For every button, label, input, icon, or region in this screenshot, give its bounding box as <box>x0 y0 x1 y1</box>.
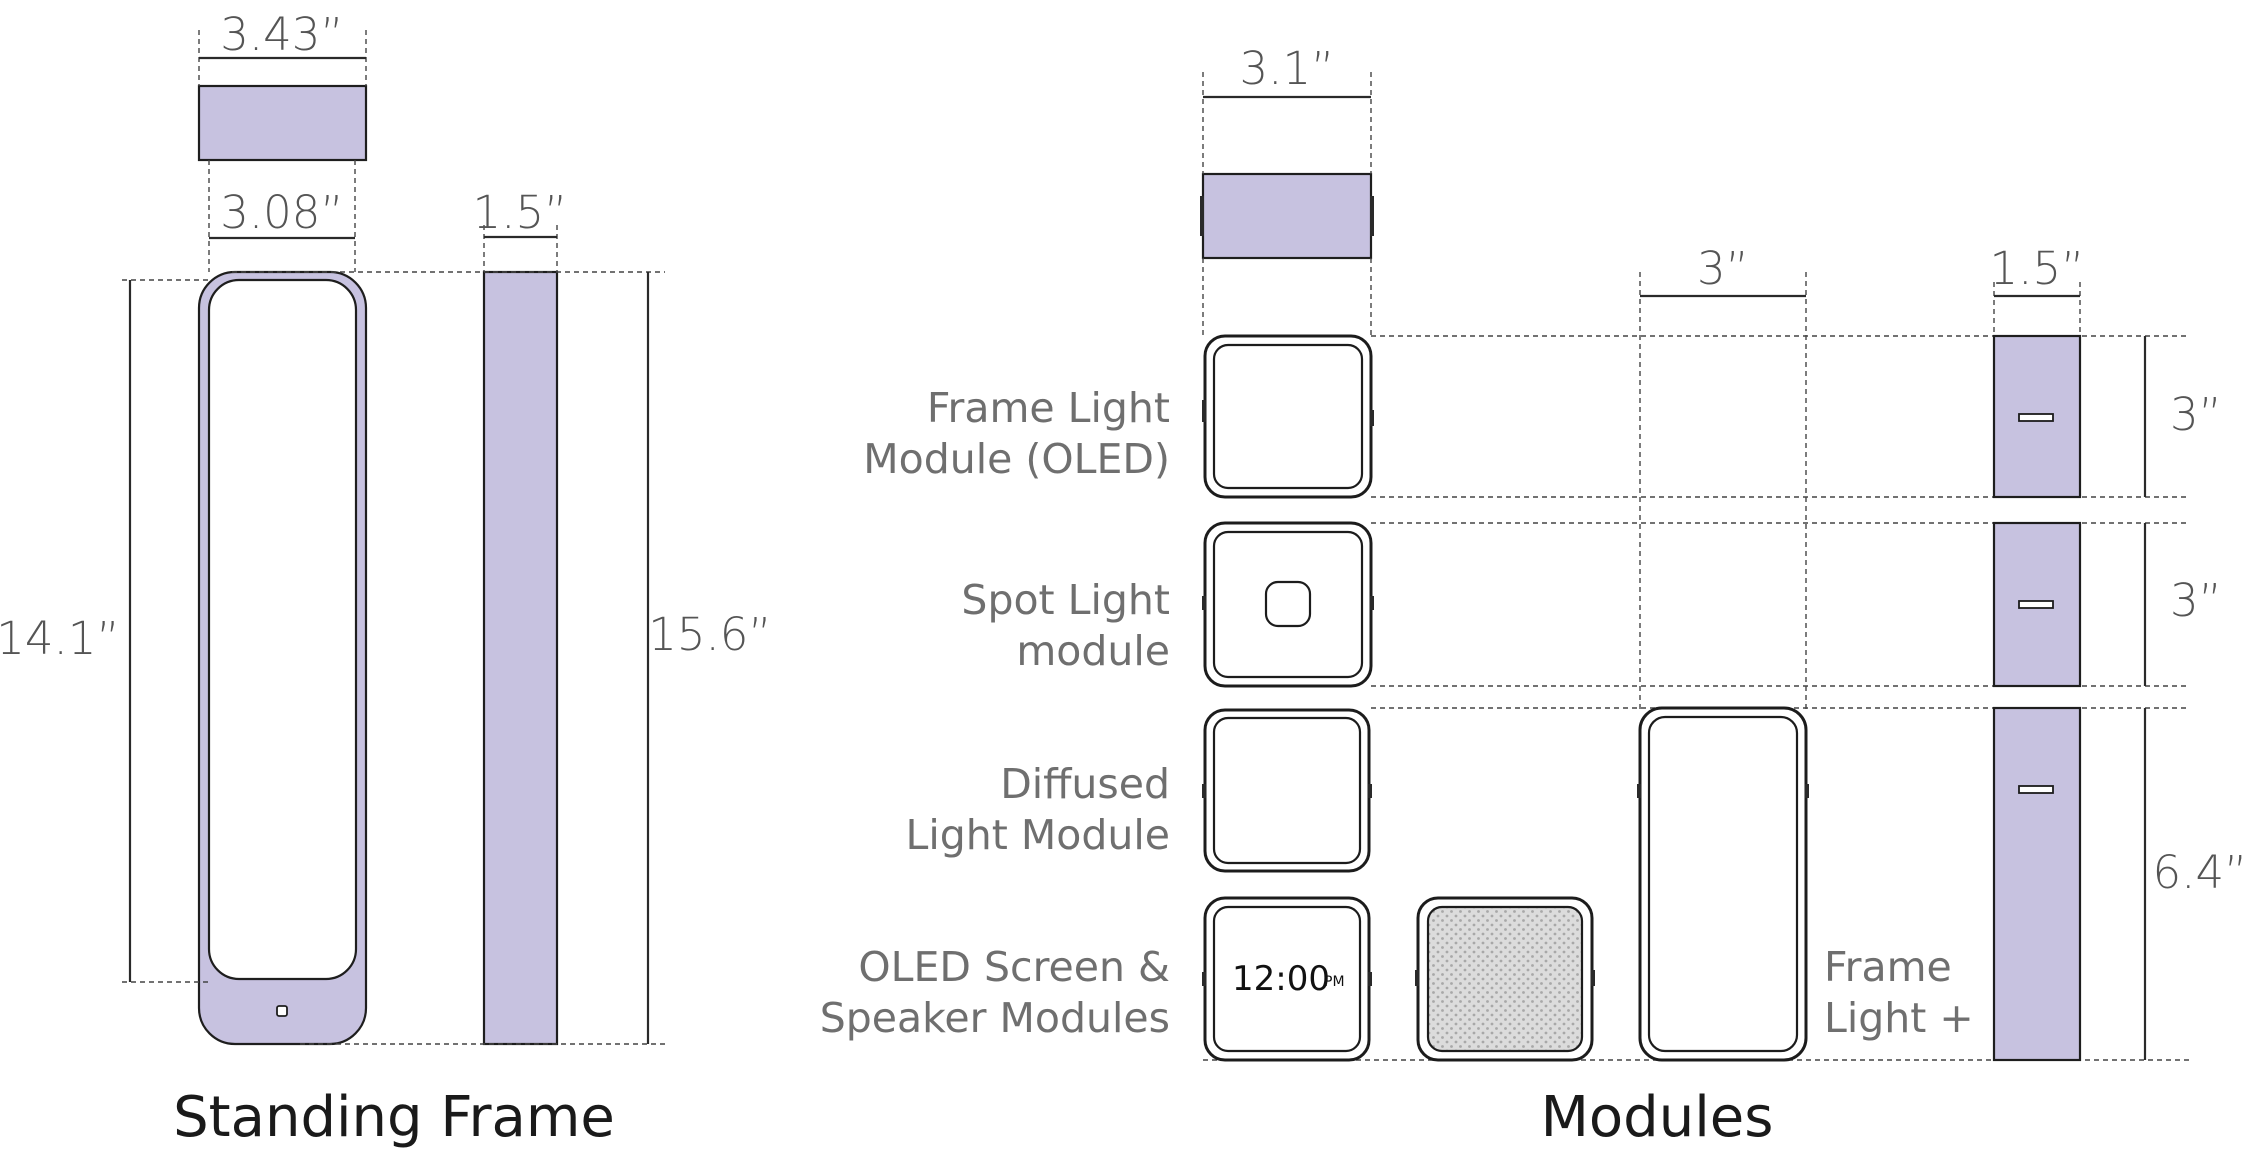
module-top-view <box>1201 172 1373 260</box>
modules-caption: Modules <box>1541 1085 1774 1149</box>
standing-frame-top-view <box>197 84 368 162</box>
spot-light-module <box>1202 521 1374 688</box>
frame-light-plus-height-label: 6.4” <box>2153 846 2248 899</box>
modules-group: 3.1” 3” 1.5” Frame Light Module (OLED) <box>820 42 2248 1150</box>
oled-speaker-label-line1: OLED Screen & <box>858 943 1170 991</box>
frame-light-module <box>1202 334 1374 499</box>
standing-frame-group: 3.43” 3.08” 14.1” 1.5” 15.6” Standing Fr… <box>0 8 772 1150</box>
spot-light-module-label-line1: Spot Light <box>961 576 1170 624</box>
frame-light-plus-label-line1: Frame <box>1824 943 1952 991</box>
standing-frame-caption: Standing Frame <box>173 1085 615 1149</box>
frame-light-module-label-line1: Frame Light <box>927 384 1170 432</box>
module-side-depth-label: 1.5” <box>1990 242 2085 295</box>
frame-light-plus-module <box>1637 706 1809 1062</box>
frame-light-plus-side-view <box>1992 706 2082 1062</box>
standing-frame-button <box>276 1005 288 1017</box>
frame-light-plus-label-line2: Light + <box>1824 994 1974 1042</box>
frame-inner-width-label: 3.08” <box>220 186 344 239</box>
oled-speaker-label-line2: Speaker Modules <box>820 994 1170 1042</box>
frame-top-width-label: 3.43” <box>220 8 344 61</box>
oled-clock-time: 12:00 <box>1232 959 1330 999</box>
oled-clock-meridiem: PM <box>1324 974 1345 990</box>
frame-light-module-height-label: 3” <box>2170 388 2222 441</box>
frame-total-height-label: 15.6” <box>648 608 772 661</box>
diffused-light-module-label-line2: Light Module <box>906 811 1170 859</box>
spot-light-lens <box>1264 580 1312 628</box>
frame-inner-height-label: 14.1” <box>0 612 120 665</box>
standing-frame-window <box>207 278 358 981</box>
frame-light-module-label-line2: Module (OLED) <box>863 435 1170 483</box>
frame-light-plus-width-label: 3” <box>1697 242 1749 295</box>
diffused-light-module-label-line1: Diffused <box>1000 760 1170 808</box>
spot-light-module-label-line2: module <box>1016 627 1170 675</box>
spot-light-module-height-label: 3” <box>2170 574 2222 627</box>
module-top-width-label: 3.1” <box>1240 42 1335 95</box>
speaker-module <box>1415 896 1595 1062</box>
frame-side-depth-label: 1.5” <box>473 186 568 239</box>
speaker-grille <box>1426 905 1584 1053</box>
diffused-light-module <box>1202 708 1372 873</box>
standing-frame-side-view <box>482 270 559 1046</box>
oled-screen-module: 12:00 PM <box>1202 896 1372 1062</box>
